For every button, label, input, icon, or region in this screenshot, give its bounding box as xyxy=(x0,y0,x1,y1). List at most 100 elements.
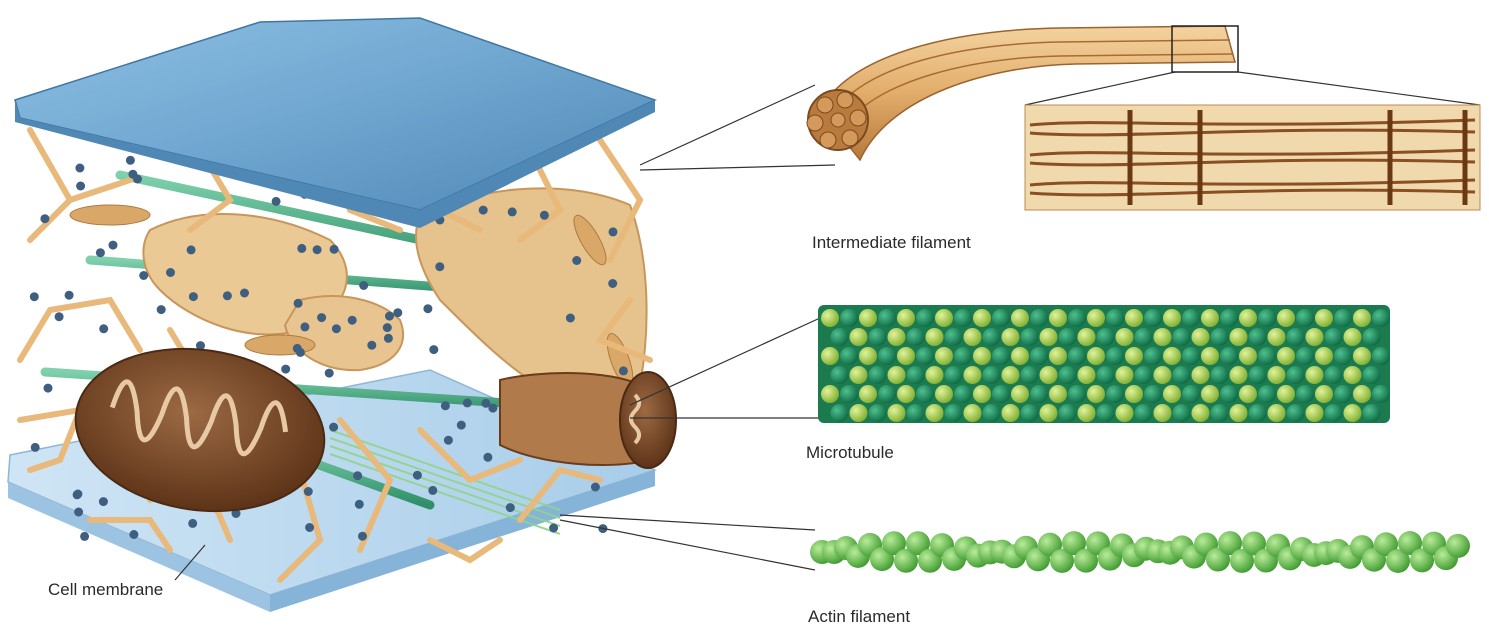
protein-dot xyxy=(96,248,105,257)
microtubule-subunit xyxy=(1344,328,1362,346)
protein-dot xyxy=(305,523,314,532)
microtubule-subunit xyxy=(916,385,934,403)
microtubule-subunit xyxy=(850,328,868,346)
microtubule-subunit xyxy=(1068,309,1086,327)
microtubule-subunit xyxy=(992,385,1010,403)
protein-dot xyxy=(483,453,492,462)
protein-dot xyxy=(549,524,558,533)
microtubule-subunit xyxy=(840,309,858,327)
microtubule-subunit xyxy=(1030,309,1048,327)
microtubule-subunit xyxy=(878,385,896,403)
protein-dot xyxy=(166,268,175,277)
microtubule-subunit xyxy=(1106,347,1124,365)
microtubule-subunit xyxy=(983,328,1001,346)
microtubule-subunit xyxy=(1030,347,1048,365)
microtubule-subunit xyxy=(1201,309,1219,327)
microtubule-subunit xyxy=(1097,404,1115,422)
microtubule-subunit xyxy=(869,328,887,346)
protein-dot xyxy=(109,241,118,250)
microtubule-subunit xyxy=(1296,309,1314,327)
microtubule-subunit xyxy=(859,309,877,327)
microtubule-subunit xyxy=(907,328,925,346)
microtubule-subunit xyxy=(1154,366,1172,384)
protein-dot xyxy=(293,344,302,353)
microtubule-subunit xyxy=(1315,385,1333,403)
microtubule-subunit xyxy=(954,347,972,365)
microtubule-subunit xyxy=(1097,366,1115,384)
protein-dot xyxy=(355,500,364,509)
microtubule-subunit xyxy=(1078,404,1096,422)
microtubule-subunit xyxy=(1021,328,1039,346)
microtubule-subunit xyxy=(1059,404,1077,422)
microtubule-subunit xyxy=(1116,404,1134,422)
microtubule-subunit xyxy=(1144,385,1162,403)
microtubule-subunit xyxy=(878,347,896,365)
microtubule-subunit xyxy=(1163,347,1181,365)
microtubule-subunit xyxy=(954,385,972,403)
microtubule-subunit xyxy=(1325,366,1343,384)
protein-dot xyxy=(44,384,53,393)
microtubule-subunit xyxy=(1135,328,1153,346)
microtubule-subunit xyxy=(1182,309,1200,327)
microtubule-subunit xyxy=(1040,328,1058,346)
microtubule-subunit xyxy=(1249,328,1267,346)
microtubule-subunit xyxy=(1021,404,1039,422)
protein-dot xyxy=(385,312,394,321)
microtubule-subunit xyxy=(916,309,934,327)
protein-dot xyxy=(428,486,437,495)
microtubule-subunit xyxy=(1068,347,1086,365)
microtubule-subunit xyxy=(850,404,868,422)
protein-dot xyxy=(566,314,575,323)
microtubule-subunit xyxy=(1154,404,1172,422)
microtubule-subunit xyxy=(992,309,1010,327)
microtubule-subunit xyxy=(831,328,849,346)
microtubule-zoom xyxy=(818,305,1390,423)
protein-dot xyxy=(353,471,362,480)
protein-dot xyxy=(444,436,453,445)
protein-dot xyxy=(223,291,232,300)
microtubule-subunit xyxy=(1268,404,1286,422)
microtubule-subunit xyxy=(821,347,839,365)
microtubule-subunit xyxy=(1201,347,1219,365)
microtubule-subunit xyxy=(1125,347,1143,365)
protein-dot xyxy=(187,245,196,254)
microtubule-subunit xyxy=(1220,309,1238,327)
microtubule-subunit xyxy=(1021,366,1039,384)
protein-dot xyxy=(297,244,306,253)
microtubule-subunit xyxy=(964,328,982,346)
microtubule-subunit xyxy=(888,404,906,422)
protein-dot xyxy=(609,227,618,236)
microtubule-subunit xyxy=(1287,328,1305,346)
microtubule-subunit xyxy=(1277,385,1295,403)
protein-dot xyxy=(591,483,600,492)
microtubule-subunit xyxy=(1258,347,1276,365)
protein-dot xyxy=(383,323,392,332)
microtubule-subunit xyxy=(1125,309,1143,327)
microtubule-subunit xyxy=(907,404,925,422)
microtubule-subunit xyxy=(1125,385,1143,403)
microtubule-subunit xyxy=(1211,328,1229,346)
microtubule-subunit xyxy=(869,366,887,384)
protein-dot xyxy=(157,305,166,314)
microtubule-subunit xyxy=(973,309,991,327)
microtubule-subunit xyxy=(1106,385,1124,403)
protein-dot xyxy=(359,281,368,290)
microtubule-subunit xyxy=(1249,366,1267,384)
microtubule-subunit xyxy=(964,404,982,422)
microtubule-subunit xyxy=(1306,366,1324,384)
microtubule-subunit xyxy=(1078,366,1096,384)
microtubule-subunit xyxy=(1173,366,1191,384)
microtubule-subunit xyxy=(945,366,963,384)
protein-dot xyxy=(304,487,313,496)
label-cell-membrane: Cell membrane xyxy=(48,580,163,600)
protein-dot xyxy=(413,471,422,480)
protein-dot xyxy=(189,292,198,301)
microtubule-subunit xyxy=(1002,404,1020,422)
microtubule-subunit xyxy=(983,366,1001,384)
microtubule-subunit xyxy=(1268,328,1286,346)
label-microtubule: Microtubule xyxy=(806,443,894,463)
protein-dot xyxy=(441,401,450,410)
microtubule-subunit xyxy=(821,385,839,403)
microtubule-subunit xyxy=(1211,366,1229,384)
